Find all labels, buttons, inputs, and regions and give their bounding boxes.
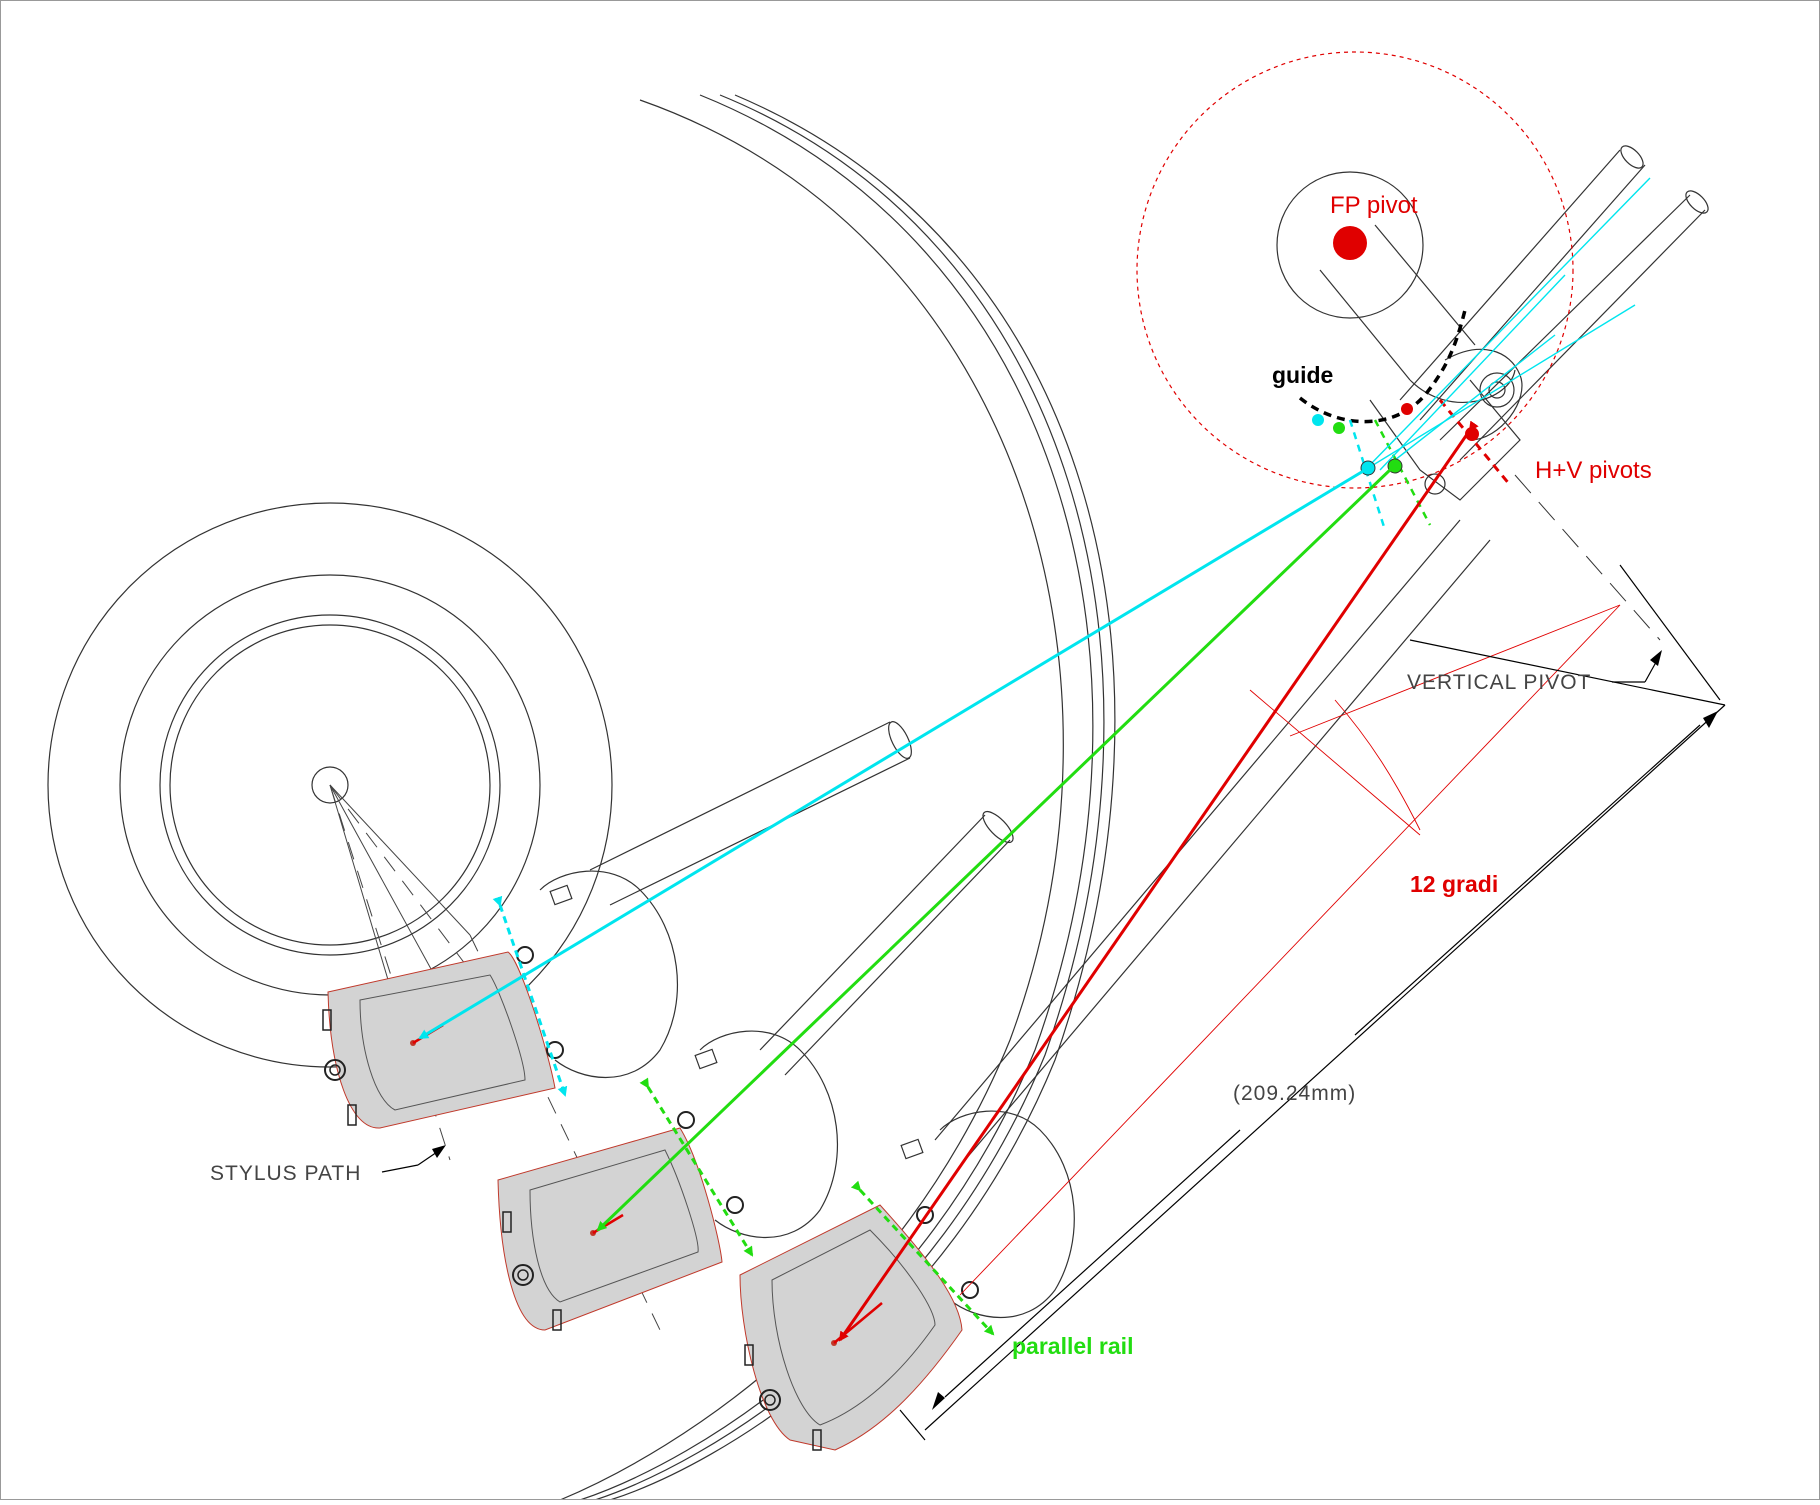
hv-pivot-mark bbox=[1438, 399, 1512, 486]
fp-pivot-dot bbox=[1333, 226, 1367, 260]
cyan-pivot-lines bbox=[1364, 177, 1651, 471]
headshell-2 bbox=[497, 1111, 744, 1331]
dimension-arrow-bottom bbox=[932, 1392, 945, 1410]
vertical-pivot-arrowhead bbox=[1650, 650, 1662, 666]
cyan-arm-arrow bbox=[418, 461, 1375, 1040]
parallel-rail-cyan bbox=[492, 895, 568, 1097]
stylus-path-leader bbox=[381, 1149, 441, 1173]
fp-pivot-circle bbox=[1136, 51, 1574, 489]
red-arm-arrow bbox=[838, 420, 1479, 1342]
hv-pivots-label: H+V pivots bbox=[1535, 457, 1652, 484]
vertical-pivot-label: VERTICAL PIVOT bbox=[1407, 671, 1591, 694]
headshell-3 bbox=[739, 1204, 979, 1451]
stylus-path-label: STYLUS PATH bbox=[210, 1162, 361, 1185]
arm-tubes bbox=[589, 145, 1709, 1161]
guide-arc bbox=[1298, 309, 1467, 424]
stylus-path-arrowhead bbox=[432, 1145, 446, 1158]
distance-label: (209.24mm) bbox=[1233, 1082, 1356, 1105]
fp-pivot-label: FP pivot bbox=[1330, 192, 1418, 219]
angle-label: 12 gradi bbox=[1410, 871, 1498, 897]
dimension-arrow-top bbox=[1703, 711, 1718, 728]
parallel-rail-green-1 bbox=[639, 1077, 754, 1257]
dimension-line bbox=[899, 564, 1726, 1441]
parallel-rail-green-2 bbox=[850, 1180, 995, 1336]
vertical-pivot-line bbox=[1514, 474, 1661, 641]
parallel-rail-label: parallel rail bbox=[1012, 1333, 1133, 1359]
fp-pivot-assembly bbox=[1276, 171, 1523, 501]
red-reference-lines bbox=[959, 604, 1621, 1296]
guide-label: guide bbox=[1272, 362, 1333, 388]
